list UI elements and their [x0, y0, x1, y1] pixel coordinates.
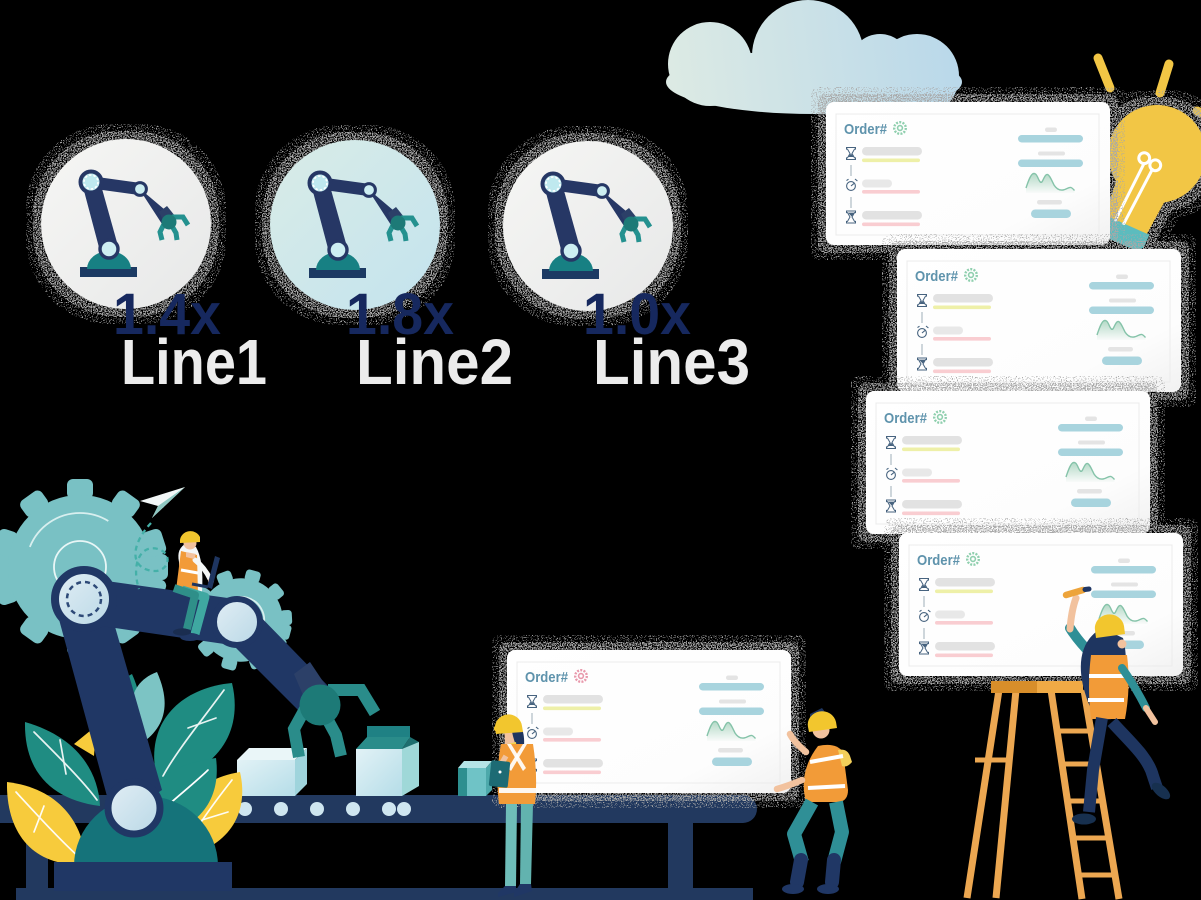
svg-text:1.8x: 1.8x — [346, 282, 454, 347]
svg-text:1.0x: 1.0x — [583, 282, 691, 347]
svg-text:Line1: Line1 — [121, 326, 267, 398]
svg-text:Line2: Line2 — [356, 326, 513, 398]
svg-text:Line3: Line3 — [593, 326, 750, 398]
svg-text:1.4x: 1.4x — [113, 282, 221, 347]
